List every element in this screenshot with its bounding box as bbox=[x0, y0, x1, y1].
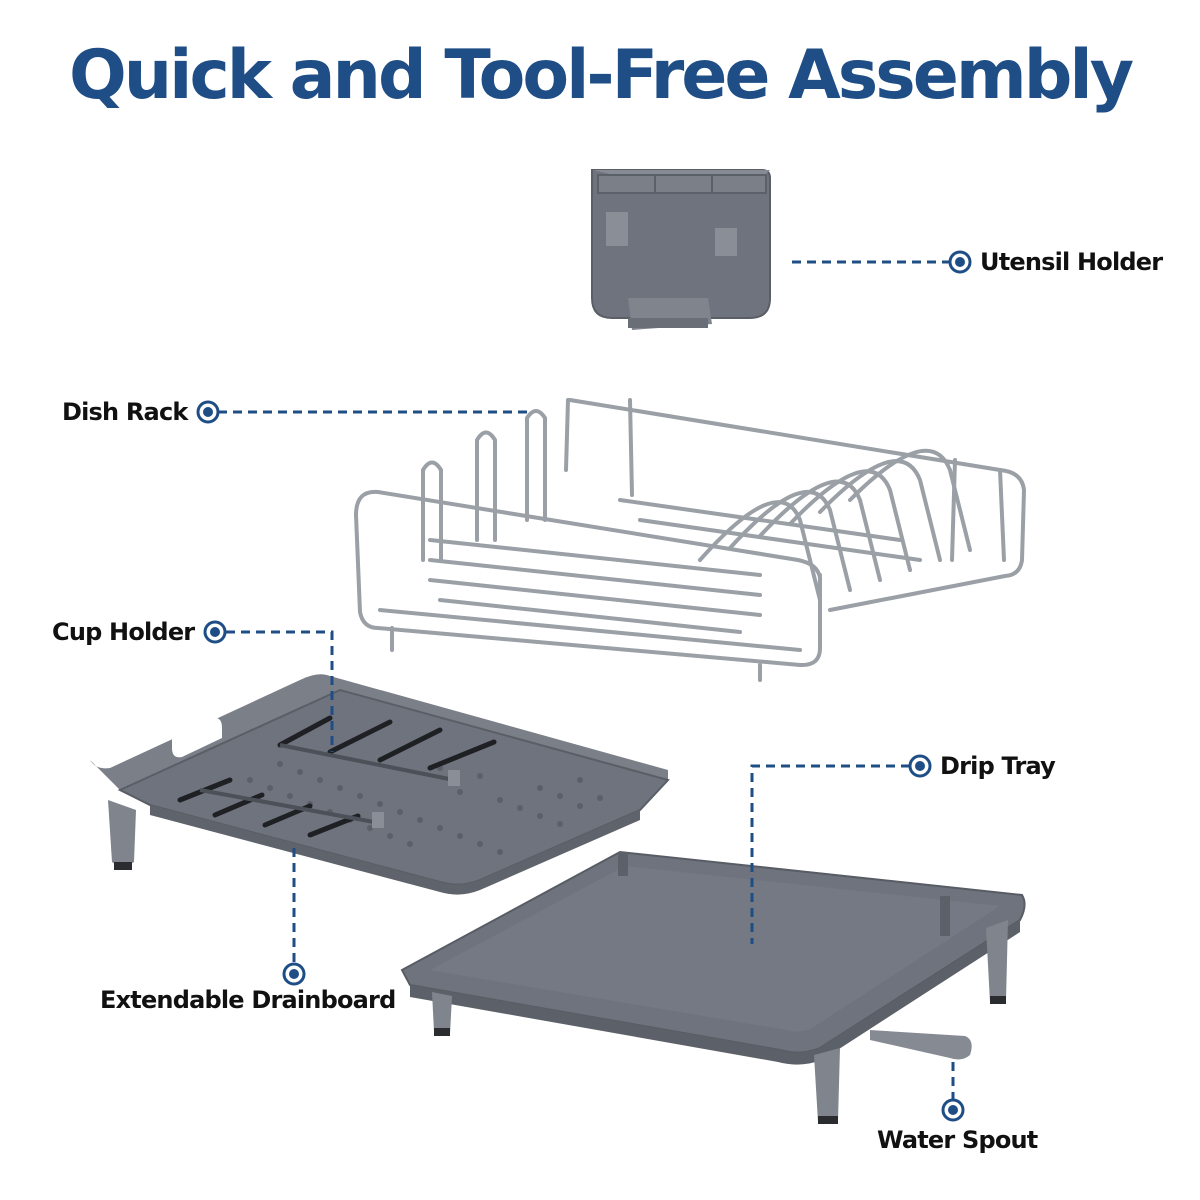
extendable-drainboard-marker-icon bbox=[282, 962, 306, 986]
callout-markers bbox=[196, 250, 972, 1122]
page-title: Quick and Tool-Free Assembly bbox=[68, 36, 1134, 115]
dish-rack-label: Dish Rack bbox=[62, 398, 188, 426]
cup-holder-label: Cup Holder bbox=[52, 618, 195, 646]
drip-tray-illustration bbox=[400, 850, 1026, 1124]
cup-holder-marker-icon bbox=[203, 620, 227, 644]
dish-rack-illustration bbox=[354, 398, 1027, 682]
extendable-drainboard-label: Extendable Drainboard bbox=[100, 986, 396, 1014]
utensil-holder-label: Utensil Holder bbox=[980, 248, 1163, 276]
drip-tray-leader bbox=[750, 764, 910, 944]
water-spout-label: Water Spout bbox=[877, 1126, 1038, 1154]
water-spout-marker-icon bbox=[941, 1098, 965, 1122]
drip-tray-marker-icon bbox=[908, 754, 932, 778]
drainboard-illustration bbox=[90, 674, 670, 895]
utensil-holder-marker-icon bbox=[948, 250, 972, 274]
drip-tray-label: Drip Tray bbox=[940, 752, 1056, 780]
utensil-holder-illustration bbox=[591, 169, 771, 330]
dish-rack-marker-icon bbox=[196, 400, 220, 424]
cup-holder-leader bbox=[226, 630, 334, 752]
